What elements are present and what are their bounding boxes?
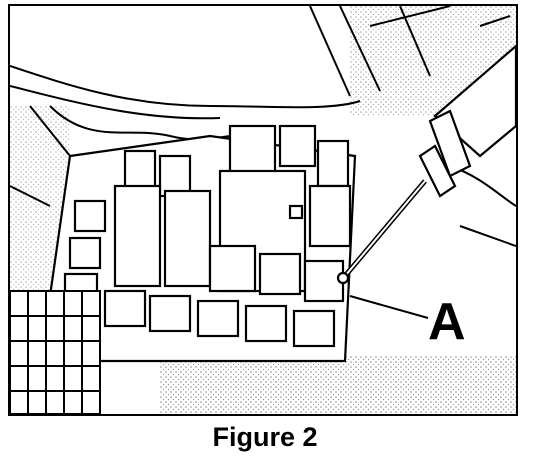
illustration-frame (8, 4, 518, 416)
fuse-box-illustration (10, 6, 516, 414)
figure-caption: Figure 2 (212, 422, 318, 452)
callout-label-a: A (428, 293, 466, 351)
fuse-strip (10, 290, 101, 414)
background-texture-bottom (160, 356, 516, 414)
callout-pointer (349, 295, 429, 319)
relay-fuse-panel-icon (48, 124, 357, 363)
screwdriver-icon (336, 44, 516, 285)
